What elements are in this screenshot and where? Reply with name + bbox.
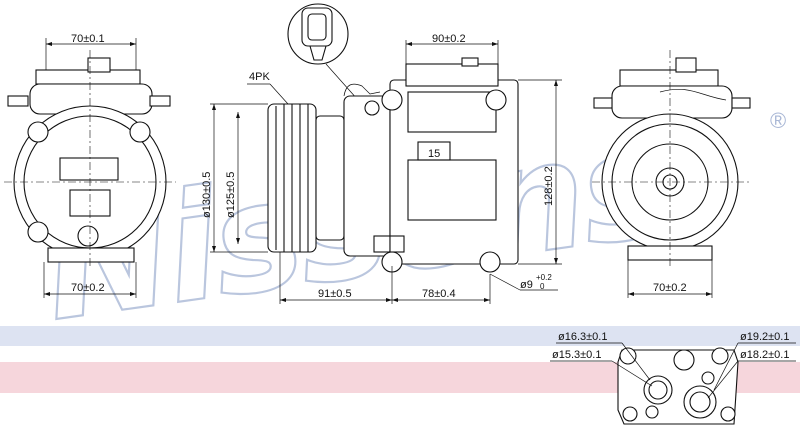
side-top-width-label: 90±0.2 xyxy=(432,33,466,45)
length-rear-label: 78±0.4 xyxy=(422,288,456,300)
pulley-inner-dia-label: ø125±0.5 xyxy=(225,172,237,218)
port-view: ø16.3±0.1 ø15.3±0.1 ø19.2±0.1 ø18.2±0.1 xyxy=(550,331,796,425)
length-front-label: 91±0.5 xyxy=(318,288,352,300)
hole-tol-upper: +0.2 xyxy=(536,273,552,282)
port2-outer-dia-label: ø19.2±0.1 xyxy=(740,331,789,343)
front-bottom-width-label: 70±0.2 xyxy=(71,282,105,294)
body-label: 15 xyxy=(428,148,440,160)
rear-bottom-width-label: 70±0.2 xyxy=(653,282,687,294)
side-height-label: 128±0.2 xyxy=(543,166,555,206)
front-view: 70±0.1 70±0.2 xyxy=(4,33,176,298)
registered-mark: ® xyxy=(770,108,786,133)
port1-outer-dia-label: ø16.3±0.1 xyxy=(558,331,607,343)
side-view: 4PK 15 90±0.2 xyxy=(201,3,562,304)
front-top-width-label: 70±0.1 xyxy=(71,33,105,45)
hole-dia-label: ø9 xyxy=(520,279,533,291)
port1-inner-dia-label: ø15.3±0.1 xyxy=(552,349,601,361)
hole-tol-lower: 0 xyxy=(540,282,545,291)
blue-band xyxy=(0,326,800,346)
pulley-outer-dia-label: ø130±0.5 xyxy=(201,172,213,218)
belt-type-label: 4PK xyxy=(249,71,270,83)
port2-inner-dia-label: ø18.2±0.1 xyxy=(740,349,789,361)
rear-view: 70±0.2 xyxy=(592,50,752,298)
